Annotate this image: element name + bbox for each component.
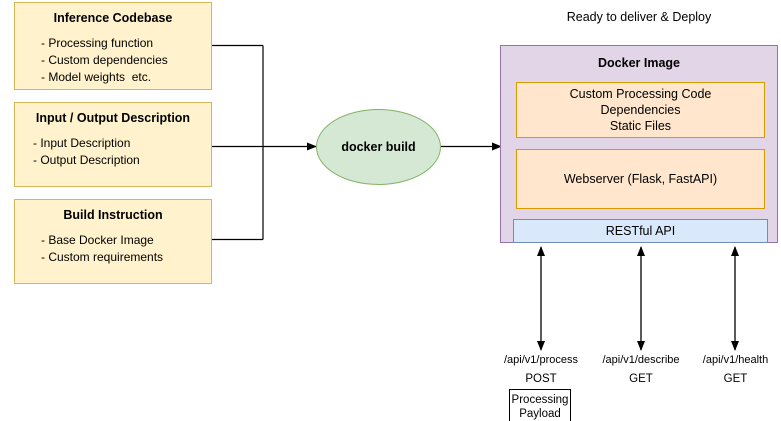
layer-webserver[interactable]: Webserver (Flask, FastAPI): [516, 149, 765, 209]
ready-to-deploy-label: Ready to deliver & Deploy: [566, 10, 712, 24]
docker-image-title: Docker Image: [598, 56, 680, 70]
source-item: - Input Description: [33, 136, 131, 150]
layer-line: Dependencies: [600, 103, 681, 117]
endpoint-path-process: /api/v1/process: [504, 354, 578, 366]
source-box-build-instruction[interactable]: Build Instruction - Base Docker Image - …: [14, 199, 212, 284]
layer-line: Custom Processing Code: [569, 87, 712, 101]
source-title: Input / Output Description: [35, 111, 191, 125]
source-title: Build Instruction: [63, 208, 163, 222]
input-bus-lines: [212, 44, 264, 241]
docker-image-panel[interactable]: Docker Image: [500, 45, 778, 243]
payload-line: Processing: [511, 394, 569, 406]
source-item: - Base Docker Image: [41, 233, 154, 247]
processing-payload-box[interactable]: Processing Payload: [509, 389, 571, 421]
source-title: Inference Codebase: [53, 11, 173, 25]
source-item: - Processing function: [41, 36, 154, 50]
endpoint-method-describe: GET: [629, 373, 653, 385]
layer-line: Webserver (Flask, FastAPI): [563, 172, 718, 186]
source-item: - Custom dependencies: [41, 53, 168, 67]
endpoint-path-health: /api/v1/health: [702, 354, 769, 366]
endpoint-path-describe: /api/v1/describe: [602, 354, 680, 366]
endpoint-method-health: GET: [723, 373, 748, 385]
docker-build-node[interactable]: docker build: [316, 109, 441, 185]
source-item-list: - Base Docker Image - Custom requirement…: [15, 232, 211, 266]
endpoint-arrows: [537, 246, 739, 351]
source-item: - Custom requirements: [41, 250, 164, 264]
layer-restful-api[interactable]: RESTful API: [513, 219, 768, 243]
layer-custom-processing-code[interactable]: Custom Processing Code Dependencies Stat…: [516, 82, 765, 138]
layer-line: Static Files: [609, 119, 672, 133]
source-box-input-output-description[interactable]: Input / Output Description - Input Descr…: [14, 102, 212, 187]
source-box-inference-codebase[interactable]: Inference Codebase - Processing function…: [14, 2, 212, 90]
source-item: - Output Description: [33, 153, 140, 167]
source-item-list: - Input Description - Output Description: [15, 135, 211, 169]
source-item-list: - Processing function - Custom dependenc…: [15, 35, 211, 86]
source-item: - Model weights etc.: [41, 70, 152, 84]
layer-line: RESTful API: [605, 224, 676, 238]
endpoint-method-process: POST: [525, 373, 557, 385]
payload-line: Payload: [519, 408, 561, 420]
docker-build-label: docker build: [341, 140, 416, 154]
